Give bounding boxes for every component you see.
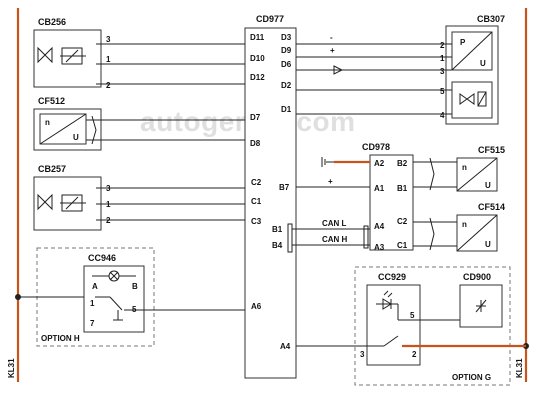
option-h-label: OPTION H <box>41 334 80 343</box>
cd978-label: CD978 <box>362 142 390 152</box>
cc946-a: A <box>92 282 98 291</box>
cb307-sign-minus: - <box>330 33 333 42</box>
cd977-pin-d1: D1 <box>281 105 292 114</box>
cd978-pin-a4: A4 <box>374 222 385 231</box>
cf512-u: U <box>73 133 79 142</box>
cb307-pin-5: 5 <box>440 87 445 96</box>
cd977-pin-b7: B7 <box>279 183 290 192</box>
cb307-pin-1: 1 <box>440 54 445 63</box>
cc946-pin-7: 7 <box>90 319 95 328</box>
cf515-label: CF515 <box>478 145 505 155</box>
cb257-pin-1: 1 <box>106 200 111 209</box>
cf514-u: U <box>485 240 491 249</box>
cb307-pin-2: 2 <box>440 41 445 50</box>
valve-icon <box>37 46 86 65</box>
cb307-pin-3: 3 <box>440 67 445 76</box>
ground-icon <box>321 157 326 167</box>
cd978-pin-a2: A2 <box>374 159 385 168</box>
cd977-box <box>244 27 297 379</box>
cb307-u: U <box>480 59 486 68</box>
cd977-pin-b1: B1 <box>272 225 283 234</box>
cd977-pin-b4: B4 <box>272 241 283 250</box>
cf515-u: U <box>485 181 491 190</box>
cf515-n: n <box>462 163 467 172</box>
can-l-label: CAN L <box>322 219 347 228</box>
cf514-n: n <box>462 220 467 229</box>
cb256-pin-1: 1 <box>106 55 111 64</box>
cb256-pin-3: 3 <box>106 35 111 44</box>
cb307-p: P <box>460 38 466 47</box>
cd978-pin-c1: C1 <box>397 241 408 250</box>
cd978-pin-a3: A3 <box>374 243 385 252</box>
cd978-sign-plus: + <box>328 177 333 186</box>
cd977-pin-d6: D6 <box>281 60 292 69</box>
cd978-pin-b2: B2 <box>397 159 408 168</box>
cc929-box <box>366 284 421 366</box>
solenoid-icon <box>459 91 487 107</box>
lamp-icon <box>92 270 136 282</box>
cc946-box <box>83 265 145 333</box>
cb256-box <box>33 29 102 88</box>
cd977-pin-a4: A4 <box>280 342 291 351</box>
can-h-label: CAN H <box>322 235 348 244</box>
cc946-b: B <box>132 282 138 291</box>
cc946-pin-1: 1 <box>90 299 95 308</box>
cf512-label: CF512 <box>38 96 65 106</box>
kl31-right-label: KL31 <box>515 358 524 378</box>
cc929-pin-3: 3 <box>360 350 365 359</box>
cb256-label: CB256 <box>38 17 66 27</box>
valve-icon <box>37 193 86 212</box>
cb257-pin-2: 2 <box>106 216 111 225</box>
cd977-pin-d9: D9 <box>281 46 292 55</box>
cc946-label: CC946 <box>88 253 116 263</box>
cd977-pin-d11: D11 <box>250 33 265 42</box>
cd900-label: CD900 <box>463 272 491 282</box>
cd977-pin-a6: A6 <box>251 302 262 311</box>
kl31-left-label: KL31 <box>7 358 16 378</box>
cd977-pin-c2: C2 <box>251 178 262 187</box>
cd977-label: CD977 <box>256 14 284 24</box>
cb307-sign-plus: + <box>330 46 335 55</box>
cd977-pin-d2: D2 <box>281 81 292 90</box>
cc929-pin-2: 2 <box>412 350 417 359</box>
cf512-n: n <box>45 118 50 127</box>
cb307-label: CB307 <box>477 14 505 24</box>
cd977-pin-c1: C1 <box>251 197 262 206</box>
cc929-pin-5: 5 <box>410 311 415 320</box>
cd977-pin-d12: D12 <box>250 73 265 82</box>
cb257-pin-3: 3 <box>106 184 111 193</box>
cd978-pin-b1: B1 <box>397 184 408 193</box>
cd978-pin-c2: C2 <box>397 217 408 226</box>
cd977-pin-d10: D10 <box>250 54 265 63</box>
cb257-label: CB257 <box>38 164 66 174</box>
cc929-label: CC929 <box>378 272 406 282</box>
cd977-pin-c3: C3 <box>251 217 262 226</box>
cf514-label: CF514 <box>478 202 505 212</box>
cd978-pin-a1: A1 <box>374 184 385 193</box>
cd977-pin-d7: D7 <box>250 113 261 122</box>
cb256-pin-2: 2 <box>106 81 111 90</box>
sensor-icon <box>475 299 487 313</box>
cc946-pin-5: 5 <box>132 305 137 314</box>
led-icon <box>376 290 398 310</box>
option-g-frame <box>354 266 511 386</box>
option-g-label: OPTION G <box>452 373 491 382</box>
cd978-box <box>369 154 414 251</box>
cb307-pin-4: 4 <box>440 111 445 120</box>
cd977-pin-d8: D8 <box>250 139 261 148</box>
cd977-pin-d3: D3 <box>281 33 292 42</box>
